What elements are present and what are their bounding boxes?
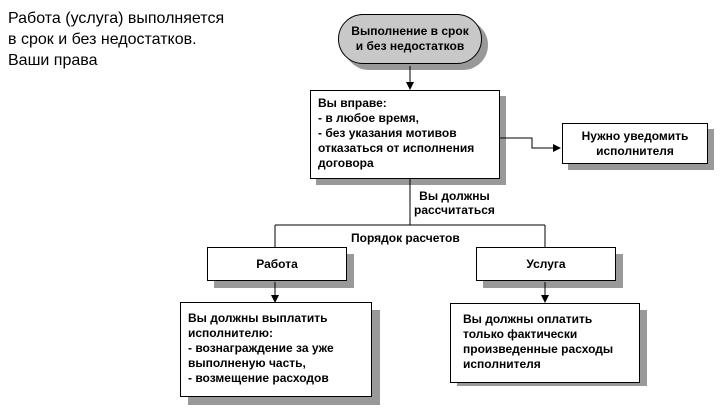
service-pay-line-1: Вы должны оплатить bbox=[463, 312, 593, 326]
service-pay-box: Вы должны оплатить только фактически про… bbox=[450, 303, 640, 383]
title-line-2: в срок и без недостатков. bbox=[8, 31, 197, 48]
service-box: Услуга bbox=[476, 247, 616, 281]
work-box: Работа bbox=[207, 247, 347, 281]
start-line-2: и без недостатков bbox=[355, 39, 465, 53]
rights-line-3: - без указания мотивов bbox=[318, 126, 457, 140]
work-pay-box: Вы должны выплатить исполнителю: - возна… bbox=[180, 302, 372, 397]
notify-line-2: исполнителя bbox=[596, 144, 674, 158]
start-node: Выполнение в срок и без недостатков bbox=[338, 14, 482, 64]
rights-line-5: договора bbox=[318, 156, 374, 170]
title-line-1: Работа (услуга) выполняется bbox=[8, 10, 225, 27]
service-pay-line-4: исполнителя bbox=[463, 357, 541, 371]
notify-line-1: Нужно уведомить bbox=[581, 129, 689, 143]
rights-line-4: отказаться от исполнения bbox=[318, 141, 475, 155]
rights-line-1: Вы вправе: bbox=[318, 96, 387, 110]
work-pay-line-2: исполнителю: bbox=[188, 326, 273, 340]
arrow-rights-to-notify bbox=[500, 137, 561, 152]
notify-box: Нужно уведомить исполнителя bbox=[562, 123, 708, 164]
title-line-3: Ваши права bbox=[8, 52, 98, 69]
start-line-1: Выполнение в срок bbox=[351, 24, 469, 38]
settle-label: Вы должны рассчитаться bbox=[414, 189, 495, 217]
rights-box: Вы вправе: - в любое время, - без указан… bbox=[310, 90, 500, 179]
settle-line-2: рассчитаться bbox=[414, 203, 495, 217]
page-title: Работа (услуга) выполняется в срок и без… bbox=[8, 8, 308, 71]
work-pay-line-5: - возмещение расходов bbox=[188, 371, 329, 385]
order-label: Порядок расчетов bbox=[349, 231, 462, 245]
service-pay-line-2: только фактически bbox=[463, 327, 578, 341]
settle-line-1: Вы должны bbox=[419, 189, 490, 203]
service-pay-line-3: произведенные расходы bbox=[463, 342, 614, 356]
work-pay-line-3: - вознаграждение за уже bbox=[188, 341, 334, 355]
work-pay-line-4: выполненую часть, bbox=[188, 356, 306, 370]
work-pay-line-1: Вы должны выплатить bbox=[188, 311, 328, 325]
rights-line-2: - в любое время, bbox=[318, 111, 419, 125]
